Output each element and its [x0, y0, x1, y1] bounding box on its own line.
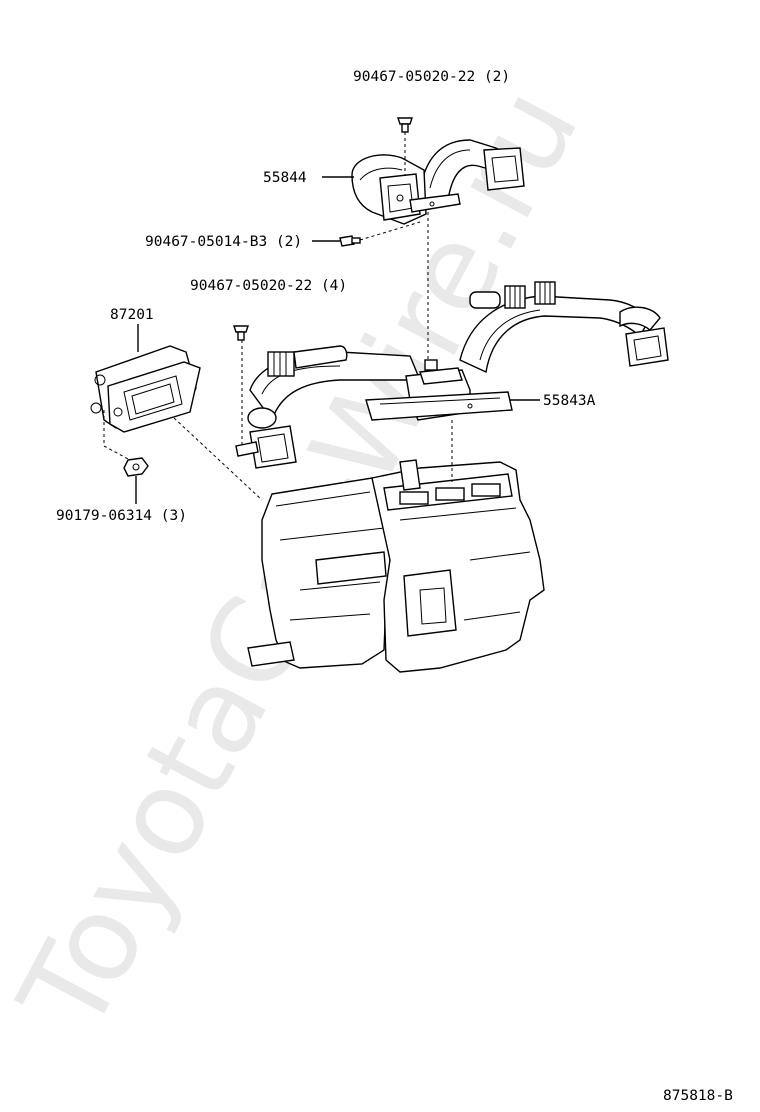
callout-cover: 87201: [110, 307, 154, 323]
callout-nut: 90179-06314 (3): [56, 508, 187, 524]
upper-duct-part: [351, 139, 525, 225]
callout-clip: 90467-05014-B3 (2): [145, 234, 302, 250]
lower-duct-part: [235, 281, 669, 469]
figure-code: 875818-B: [663, 1088, 733, 1104]
callout-screw-mid: 90467-05020-22 (4): [190, 278, 347, 294]
screw-mid-icon: [233, 325, 249, 341]
callout-duct-lower: 55843A: [543, 393, 596, 409]
nut-icon: [123, 457, 149, 477]
leader-lines: [103, 132, 540, 504]
cover-part: [90, 345, 201, 433]
heater-unit-part: [247, 459, 545, 673]
clip-icon: [339, 235, 361, 247]
callout-duct-upper: 55844: [263, 170, 307, 186]
callout-screw-top: 90467-05020-22 (2): [353, 69, 510, 85]
screw-top-icon: [397, 117, 413, 133]
